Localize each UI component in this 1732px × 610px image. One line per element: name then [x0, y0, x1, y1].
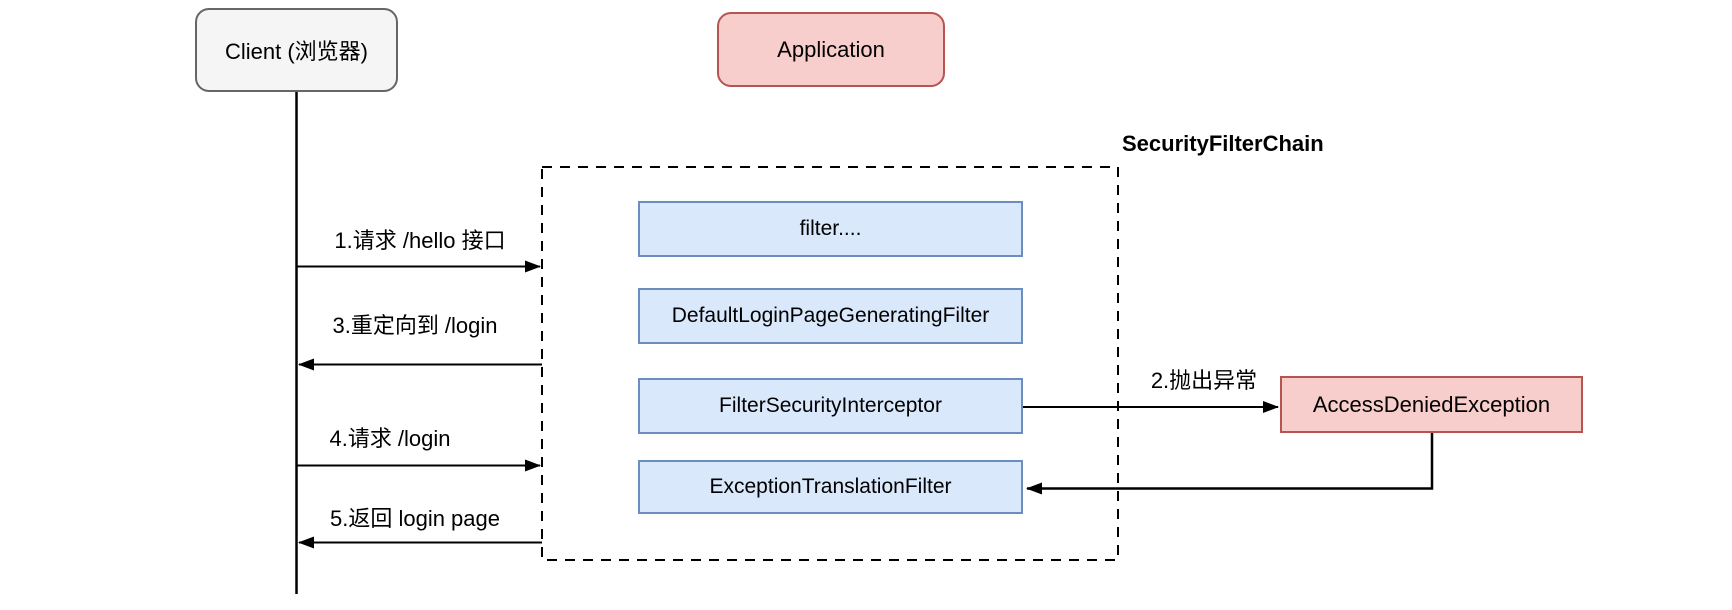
- security-filter-chain-title: SecurityFilterChain: [1122, 131, 1324, 156]
- application-node: Application: [717, 12, 945, 87]
- filter-node-label: filter....: [799, 217, 862, 240]
- security-filter-chain-boundary: [541, 166, 1119, 561]
- access-denied-exception-node: AccessDeniedException: [1280, 376, 1583, 433]
- application-node-label: Application: [777, 36, 885, 62]
- arrow-exception-to-translation-filter: [1026, 433, 1434, 495]
- message-label-5-return-login-page: 5.返回 login page: [330, 506, 500, 531]
- filter-node-default-login-page-generating: DefaultLoginPageGeneratingFilter: [638, 288, 1023, 344]
- client-node: Client (浏览器): [195, 8, 398, 92]
- filter-node-generic: filter....: [638, 201, 1023, 257]
- filter-node-label: ExceptionTranslationFilter: [709, 475, 952, 498]
- message-label-4-request-login: 4.请求 /login: [329, 426, 451, 451]
- message-label-2-throw-exception: 2.抛出异常: [1150, 368, 1258, 393]
- message-label-1-request-hello: 1.请求 /hello 接口: [334, 228, 506, 253]
- message-label-3-redirect-login: 3.重定向到 /login: [332, 313, 498, 338]
- filter-node-label: DefaultLoginPageGeneratingFilter: [671, 304, 990, 327]
- access-denied-exception-label: AccessDeniedException: [1312, 391, 1551, 417]
- filter-node-label: FilterSecurityInterceptor: [719, 394, 942, 417]
- client-node-label: Client (浏览器): [224, 39, 368, 64]
- filter-node-filter-security-interceptor: FilterSecurityInterceptor: [638, 378, 1023, 434]
- filter-node-exception-translation: ExceptionTranslationFilter: [638, 460, 1023, 514]
